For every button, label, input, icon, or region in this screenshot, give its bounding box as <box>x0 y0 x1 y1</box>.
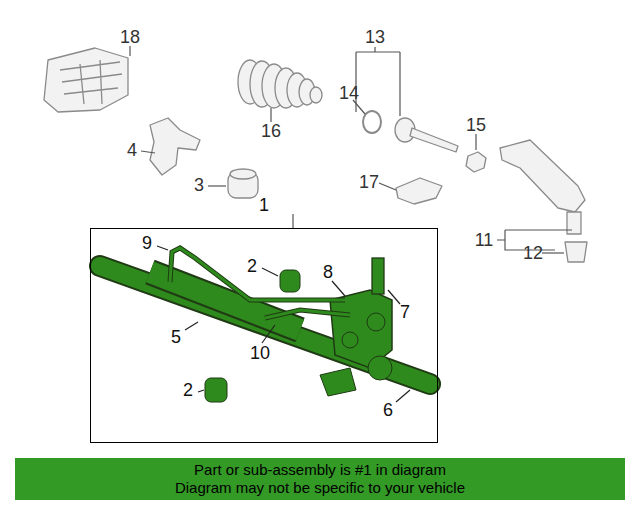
callout-number: 16 <box>261 122 281 140</box>
callout-number: 12 <box>523 244 543 262</box>
assembly-box: 1 <box>90 228 438 443</box>
callout-number: 2 <box>183 381 193 399</box>
callout-number: 6 <box>383 401 393 419</box>
callout-number: 13 <box>365 28 385 46</box>
callout-number: 17 <box>359 173 379 191</box>
callout-number: 8 <box>323 263 333 281</box>
callout-number: 15 <box>466 116 486 134</box>
notice-text: Part or sub-assembly is #1 in diagram <box>21 461 619 479</box>
callout-number: 5 <box>171 328 181 346</box>
o-ring <box>363 111 381 133</box>
callout-number: 3 <box>194 176 204 194</box>
notice-text: Diagram may not be specific to your vehi… <box>21 479 619 497</box>
tie-rod <box>395 118 458 152</box>
cover <box>396 178 442 204</box>
callout-number: 9 <box>142 234 152 252</box>
callout-number: 7 <box>400 303 410 321</box>
boot <box>238 60 322 108</box>
notice-band: Part or sub-assembly is #1 in diagramDia… <box>15 458 625 500</box>
clamp <box>150 118 200 175</box>
dust-boot <box>565 242 587 262</box>
nut <box>466 152 486 172</box>
bracket <box>44 48 128 112</box>
callout-number: 14 <box>339 84 359 102</box>
callout-number: 2 <box>247 257 257 275</box>
steering-rack <box>100 248 430 402</box>
callout-number: 4 <box>127 141 137 159</box>
callout-number: 18 <box>120 28 140 46</box>
callout-number: 10 <box>250 344 270 362</box>
tie-rod-end <box>500 140 585 212</box>
callout-number: 1 <box>259 196 269 214</box>
callout-number: 11 <box>475 231 494 249</box>
